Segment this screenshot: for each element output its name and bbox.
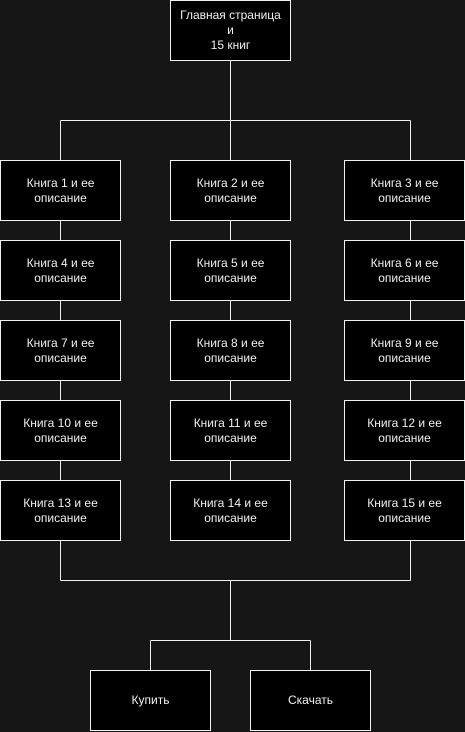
action-node-buy: Купить [90,670,211,731]
book-node-15: Книга 15 и ее описание [344,480,465,541]
book-node-6: Книга 6 и ее описание [344,240,465,301]
book-node-3: Книга 3 и ее описание [344,160,465,221]
root-node-main-page: Главная страница и 15 книг [170,0,291,61]
book-node-10: Книга 10 и ее описание [0,400,121,461]
book-node-7: Книга 7 и ее описание [0,320,121,381]
book-node-9: Книга 9 и ее описание [344,320,465,381]
book-node-12: Книга 12 и ее описание [344,400,465,461]
book-node-5: Книга 5 и ее описание [170,240,291,301]
action-node-download: Скачать [250,670,371,731]
book-node-1: Книга 1 и ее описание [0,160,121,221]
book-node-2: Книга 2 и ее описание [170,160,291,221]
book-node-13: Книга 13 и ее описание [0,480,121,541]
book-node-8: Книга 8 и ее описание [170,320,291,381]
book-node-14: Книга 14 и ее описание [170,480,291,541]
book-node-4: Книга 4 и ее описание [0,240,121,301]
book-node-11: Книга 11 и ее описание [170,400,291,461]
